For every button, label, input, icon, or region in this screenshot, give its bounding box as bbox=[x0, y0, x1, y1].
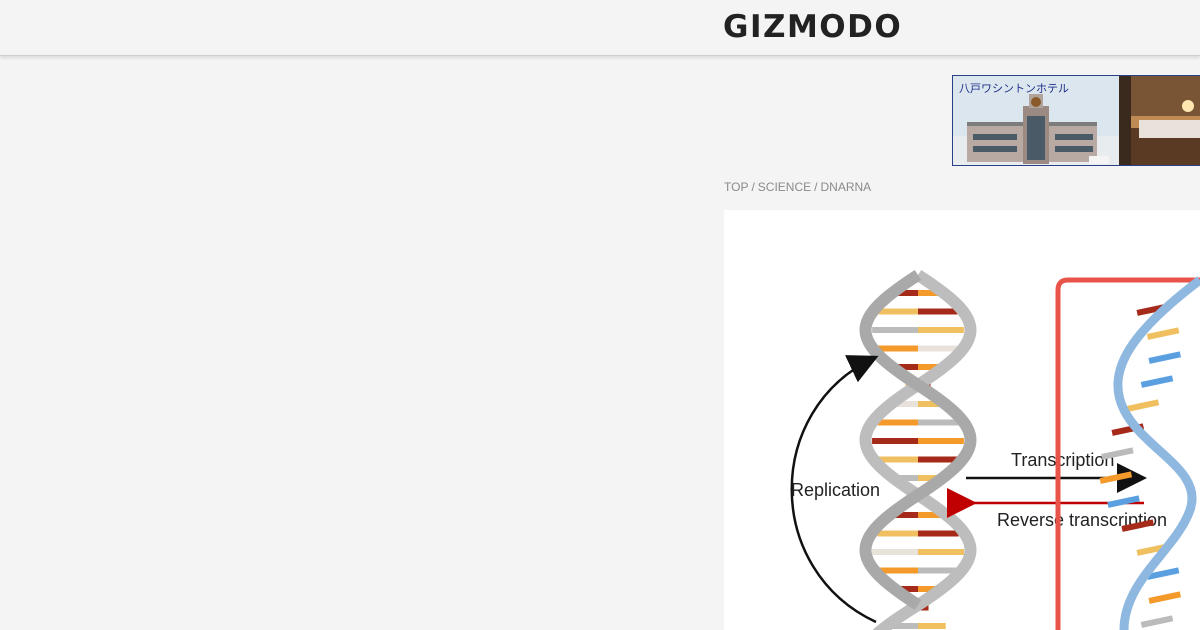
base-pair-left bbox=[892, 401, 918, 407]
base-pair-right bbox=[918, 512, 945, 518]
breadcrumb-separator: / bbox=[814, 180, 818, 194]
replication-label: Replication bbox=[791, 480, 880, 500]
base-pair-right bbox=[918, 290, 943, 296]
rna-base bbox=[1107, 495, 1140, 508]
rna-base bbox=[1140, 375, 1174, 388]
base-pair-left bbox=[877, 530, 918, 537]
base-pair-right bbox=[918, 364, 949, 370]
base-pair-right bbox=[918, 345, 961, 352]
base-pair-right bbox=[918, 308, 958, 315]
base-pair-left bbox=[891, 512, 918, 518]
base-pair-right bbox=[918, 530, 959, 537]
base-pair-right bbox=[918, 549, 964, 555]
rna-base bbox=[1136, 543, 1170, 556]
transcription-label: Transcription bbox=[1011, 450, 1114, 470]
rna-base bbox=[1140, 615, 1174, 628]
base-pair-left bbox=[890, 623, 918, 629]
breadcrumb-separator: / bbox=[751, 180, 755, 194]
breadcrumb: TOP/SCIENCE/DNARNA bbox=[724, 180, 871, 194]
rna-base bbox=[1148, 351, 1182, 364]
base-pair-left bbox=[893, 290, 918, 296]
rna-base bbox=[1146, 567, 1180, 580]
base-pair-right bbox=[918, 456, 961, 463]
base-pair-right bbox=[918, 419, 959, 426]
dna-rna-diagram: Replication Transcription Reverse transc… bbox=[790, 269, 1200, 630]
base-pair-left bbox=[875, 456, 918, 463]
breadcrumb-top[interactable]: TOP bbox=[724, 180, 749, 194]
site-header: GIZMODO bbox=[0, 0, 1200, 56]
rna-frame bbox=[1055, 277, 1200, 630]
base-pair-right bbox=[918, 401, 944, 407]
reverse-transcription-label: Reverse transcription bbox=[997, 510, 1167, 530]
base-pair-left bbox=[872, 327, 918, 333]
base-pair-right bbox=[918, 327, 964, 333]
base-pair-right bbox=[918, 438, 964, 444]
ad-hotel-name: 八戸ワシントンホテル bbox=[959, 82, 1069, 95]
base-pair-right bbox=[918, 567, 960, 574]
rna-base bbox=[1099, 471, 1133, 484]
base-pair-left bbox=[887, 364, 918, 370]
dna-backbone-right bbox=[859, 269, 977, 611]
rna-base bbox=[1101, 447, 1134, 460]
rna-base bbox=[1146, 327, 1180, 340]
rna-base bbox=[1121, 519, 1154, 532]
base-pair-left bbox=[875, 345, 918, 352]
breadcrumb-science[interactable]: SCIENCE bbox=[757, 180, 812, 194]
base-pair-left bbox=[872, 438, 918, 444]
base-pair-left bbox=[876, 567, 918, 574]
rna-bases bbox=[1099, 303, 1182, 628]
rna-strand bbox=[1113, 276, 1200, 630]
hotel-ad-banner[interactable]: 八戸ワシントンホテル bbox=[952, 75, 1200, 166]
rna-base bbox=[1126, 399, 1160, 412]
article-hero-image: Replication Transcription Reverse transc… bbox=[724, 210, 1200, 630]
base-pair-left bbox=[878, 308, 918, 315]
site-logo[interactable]: GIZMODO bbox=[723, 9, 903, 45]
rna-base bbox=[1148, 591, 1182, 604]
ad-image bbox=[953, 76, 1200, 165]
base-pair-left bbox=[872, 549, 918, 555]
breadcrumb-dnarna[interactable]: DNARNA bbox=[820, 180, 872, 194]
base-pair-left bbox=[877, 419, 918, 426]
base-pair-right bbox=[918, 623, 946, 629]
replication-arrow bbox=[790, 355, 879, 624]
